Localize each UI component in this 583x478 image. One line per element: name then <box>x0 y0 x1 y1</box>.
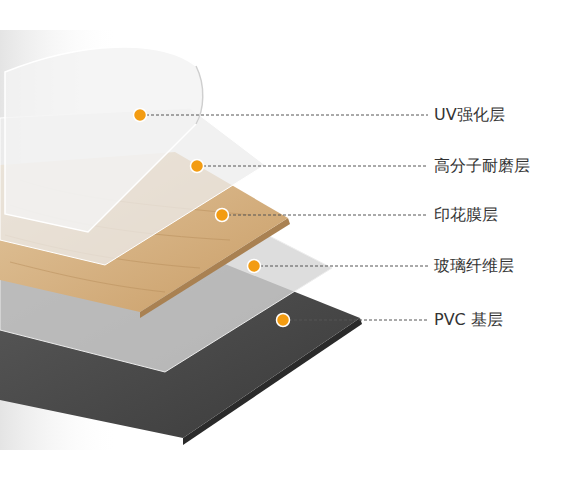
leader-line <box>228 215 428 216</box>
callout-dot <box>216 209 229 222</box>
leader-line <box>260 266 428 267</box>
callout-dot <box>134 109 147 122</box>
callout-dots <box>134 109 290 327</box>
leader-line <box>289 320 428 321</box>
uv-layer <box>5 47 203 232</box>
leader-line <box>203 166 428 167</box>
callout-dot <box>277 314 290 327</box>
layer-label: PVC 基层 <box>432 310 505 329</box>
leader-lines <box>146 115 428 320</box>
callout-dot <box>191 160 204 173</box>
leader-line <box>146 115 428 116</box>
callout-dot <box>248 260 261 273</box>
layer-label: UV强化层 <box>432 105 507 124</box>
layer-label: 玻璃纤维层 <box>432 256 516 275</box>
layer-label: 高分子耐磨层 <box>432 156 532 175</box>
layer-label: 印花膜层 <box>432 205 500 224</box>
